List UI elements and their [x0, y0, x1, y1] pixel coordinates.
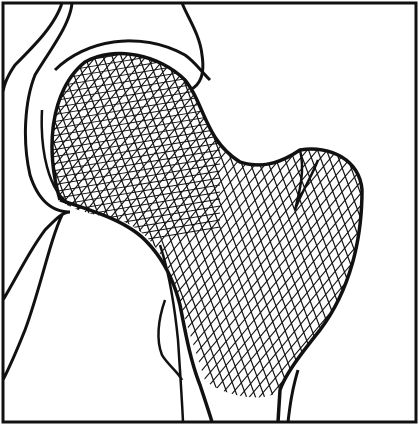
- femur-illustration: [0, 0, 419, 425]
- illustration-frame: [0, 0, 419, 425]
